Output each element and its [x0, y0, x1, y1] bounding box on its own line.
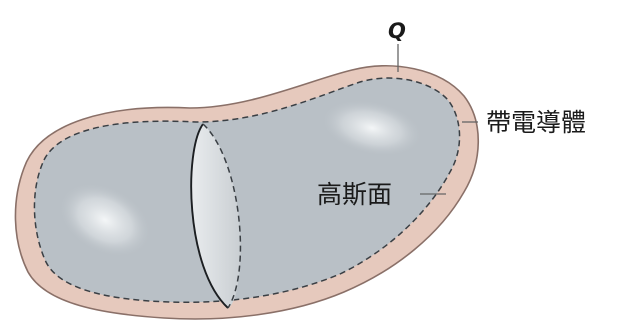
gaussian-surface-label: 高斯面 [317, 180, 392, 209]
charge-label: Q [388, 19, 406, 43]
conductor-label: 帶電導體 [486, 108, 586, 137]
